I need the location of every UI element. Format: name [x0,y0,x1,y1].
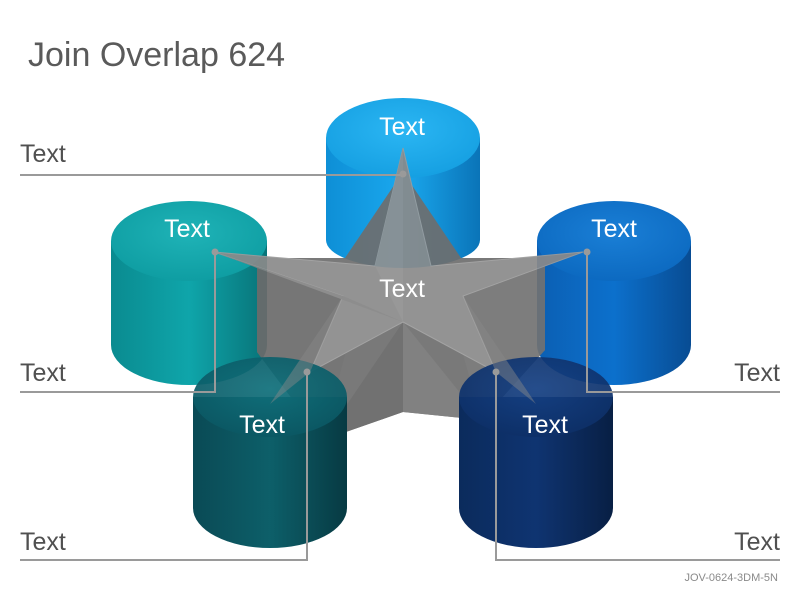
cylinder-label-upper-left: Text [164,215,210,243]
leader-dots [211,170,591,376]
leader-dot-upper-right [583,248,591,256]
star-center-label: Text [379,275,425,303]
leader-line-upper-left [20,252,216,393]
cylinder-upper-right [537,201,691,385]
leader-line-lower-right [495,372,780,561]
star-tip-lower-left [270,296,343,404]
footer-code: JOV-0624-3DM-5N [684,572,778,584]
cylinder-label-lower-left: Text [239,411,285,439]
callout-lower-right: Text [734,528,780,556]
slide-title: Join Overlap 624 [28,36,286,74]
callout-upper-left: Text [20,359,66,387]
callout-lower-left: Text [20,528,66,556]
callout-upper-right: Text [734,359,780,387]
cylinder-lower-left [193,357,347,548]
cylinder-label-top: Text [379,113,425,141]
cylinder-label-upper-right: Text [591,215,637,243]
leader-dot-top [399,170,407,178]
star-tip-lower-right [463,296,536,404]
leader-line-upper-right [586,252,780,393]
cylinder-lower-right [459,357,613,548]
leader-dot-lower-right [492,368,500,376]
leader-line-lower-left [20,372,308,561]
leader-dot-lower-left [303,368,311,376]
callout-top: Text [20,140,66,168]
cylinder-upper-left [111,201,267,385]
leader-dot-upper-left [211,248,219,256]
cylinder-label-lower-right: Text [522,411,568,439]
